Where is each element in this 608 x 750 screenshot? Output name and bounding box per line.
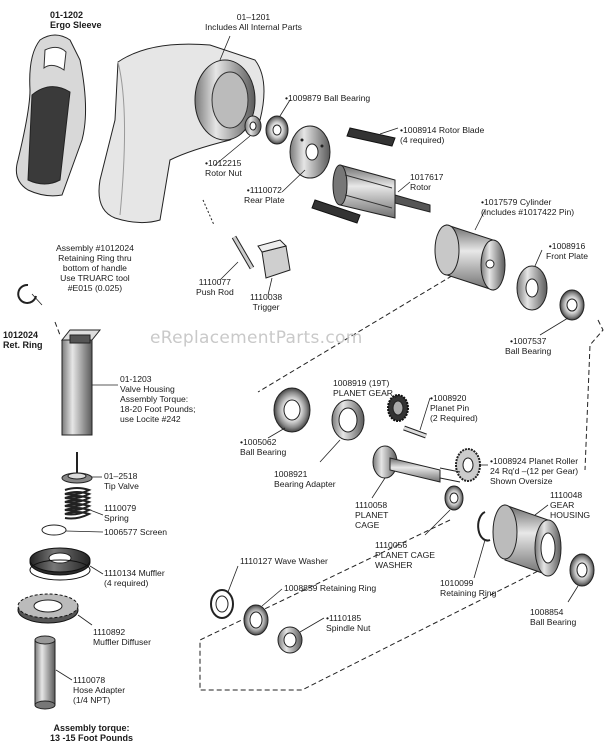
label-planet-cage-washer: 1110056 PLANET CAGE WASHER	[375, 540, 436, 570]
label-push-rod: 1110077 Push Rod	[196, 277, 234, 297]
label-rotor-blade: •1008914 Rotor Blade (4 required)	[400, 125, 485, 145]
label-hose-adapter: 1110078 Hose Adapter (1/4 NPT)	[73, 675, 126, 705]
spring	[64, 487, 92, 520]
rotor-nut	[244, 115, 262, 137]
label-ball-bearing-1005062: •1005062 Ball Bearing	[240, 437, 287, 457]
label-valve-housing: 01-1203 Valve Housing Assembly Torque: 1…	[120, 374, 196, 424]
planet-roller	[455, 448, 481, 482]
label-rotor: 1017617 Rotor	[410, 172, 444, 192]
wave-washer	[210, 589, 234, 619]
label-assembly-torque: Assembly torque: 13 -15 Foot Pounds	[50, 723, 134, 743]
label-spindle-nut: •1110185 Spindle Nut	[326, 613, 371, 633]
spindle-nut	[277, 626, 303, 654]
label-tip-valve: 01–2518 Tip Valve	[104, 471, 139, 491]
retaining-ring-1010099	[477, 511, 491, 542]
label-front-plate: •1008916 Front Plate	[546, 241, 589, 261]
label-bearing-adapter: 1008921 Bearing Adapter	[274, 469, 336, 489]
label-rotor-nut: •1012215 Rotor Nut	[205, 158, 242, 178]
label-planet-roller: •1008924 Planet Roller 24 Rq'd –(12 per …	[490, 456, 579, 486]
label-cylinder: •1017579 Cylinder (Includes #1017422 Pin…	[481, 197, 575, 217]
ball-bearing-1009879	[265, 115, 289, 145]
label-gear-housing: 1110048 GEAR HOUSING	[550, 490, 591, 520]
muffler	[29, 547, 91, 581]
valve-housing	[60, 329, 102, 436]
planet-gear	[387, 394, 409, 422]
label-screen: 1006577 Screen	[104, 527, 168, 537]
planet-pin	[403, 425, 427, 439]
rear-plate	[289, 125, 331, 179]
label-muffler-diffuser: 1110892 Muffler Diffuser	[93, 627, 151, 647]
ergo-sleeve	[15, 34, 87, 197]
label-ret-ring: 1012024 Ret. Ring	[3, 330, 43, 350]
hose-adapter	[34, 635, 56, 710]
front-plate	[516, 265, 548, 311]
label-wave-washer: 1110127 Wave Washer	[240, 556, 328, 566]
push-rod	[202, 199, 255, 270]
label-planet-gear: 1008919 (19T) PLANET GEAR	[333, 378, 394, 398]
label-spring: 1110079 Spring	[104, 503, 137, 523]
ball-bearing-1005062	[273, 387, 311, 433]
label-housing: 01–1201 Includes All Internal Parts	[205, 12, 302, 32]
label-ergo-sleeve: 01-1202 Ergo Sleeve	[50, 10, 102, 30]
ball-bearing-1007537	[559, 289, 585, 321]
ball-bearing-1008854	[569, 553, 595, 587]
trigger	[257, 239, 291, 279]
planet-cage-washer	[444, 485, 464, 511]
tool-housing	[98, 43, 265, 224]
label-planet-cage: 1110058 PLANET CAGE	[355, 500, 389, 530]
label-assembly-note: Assembly #1012024 Retaining Ring thru bo…	[56, 243, 134, 293]
bearing-adapter	[331, 399, 365, 441]
label-muffler: 1110134 Muffler (4 required)	[104, 568, 165, 588]
muffler-diffuser	[17, 593, 79, 624]
planet-cage	[372, 445, 461, 483]
tip-valve	[61, 452, 93, 484]
watermark: eReplacementParts.com	[150, 328, 363, 348]
label-ball-bearing-1008854: 1008854 Ball Bearing	[530, 607, 577, 627]
retaining-ring-1008859	[243, 604, 269, 636]
label-ball-bearing-1007537: •1007537 Ball Bearing	[505, 336, 552, 356]
gear-housing	[492, 504, 562, 577]
label-planet-pin: •1008920 Planet Pin (2 Required)	[430, 393, 478, 423]
label-trigger: 1110038 Trigger	[250, 292, 283, 312]
rotor-blades	[311, 127, 396, 224]
screen	[41, 524, 67, 536]
label-retaining-ring-1010099: 1010099 Retaining Ring	[440, 578, 497, 598]
cylinder	[434, 224, 506, 291]
label-retaining-ring-1008859: 1008859 Retaining Ring	[284, 583, 377, 593]
label-ball-bearing-1009879: •1009879 Ball Bearing	[285, 93, 371, 103]
label-rear-plate: •1110072 Rear Plate	[244, 185, 285, 205]
rotor	[332, 164, 431, 219]
leader-lines	[31, 35, 579, 681]
ret-ring	[17, 283, 37, 304]
